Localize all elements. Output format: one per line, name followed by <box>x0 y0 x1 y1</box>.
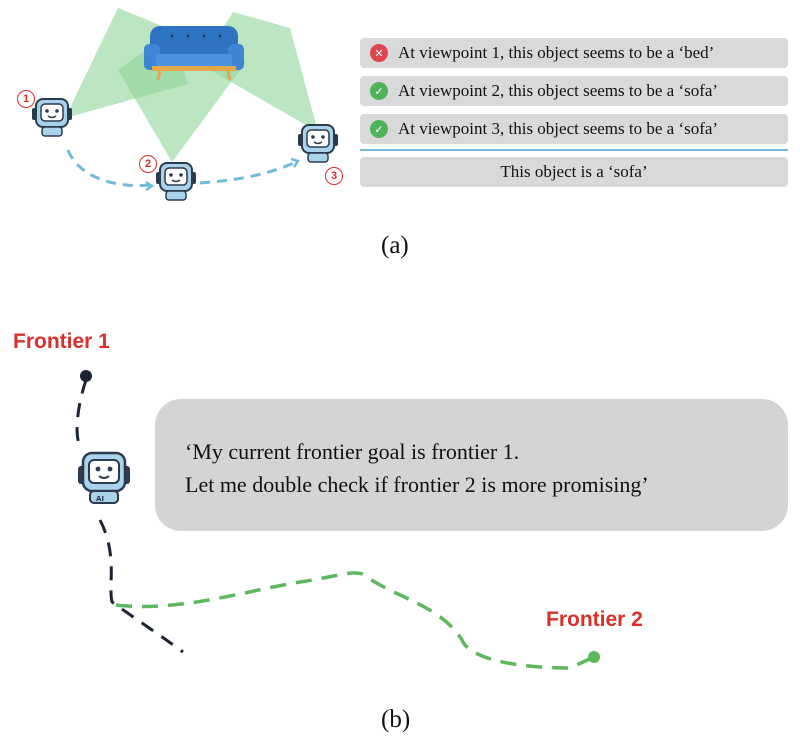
observation-row-3: ✓ At viewpoint 3, this object seems to b… <box>360 114 788 144</box>
frontier-1-path <box>75 379 88 451</box>
viewpoint-badge-2: 2 <box>139 155 157 173</box>
frontier-1-marker <box>80 370 92 382</box>
frontier-2-label: Frontier 2 <box>546 608 643 631</box>
sofa-icon <box>144 26 244 81</box>
observation-text-1: At viewpoint 1, this object seems to be … <box>398 43 715 62</box>
check-icon: ✓ <box>370 120 388 138</box>
thought-line-2: Let me double check if frontier 2 is mor… <box>185 472 649 497</box>
viewpoint-path <box>66 149 151 188</box>
summary-divider <box>360 149 788 151</box>
viewpoint-badge-1: 1 <box>17 90 35 108</box>
frontier-2-path <box>115 571 595 670</box>
panel-a-scene <box>31 8 339 201</box>
robot-icon <box>76 451 132 505</box>
observation-text-2: At viewpoint 2, this object seems to be … <box>398 81 719 100</box>
viewpoint-path-2 <box>199 160 297 185</box>
observation-text-3: At viewpoint 3, this object seems to be … <box>398 119 719 138</box>
cross-icon: ✕ <box>370 44 388 62</box>
summary-row: This object is a ‘sofa’ <box>360 157 788 187</box>
viewpoint-badge-3: 3 <box>325 167 343 185</box>
panel-b-scene: AI <box>75 370 600 670</box>
thought-bubble: ‘My current frontier goal is frontier 1.… <box>155 399 788 531</box>
robot-icon <box>31 98 73 137</box>
summary-text: This object is a ‘sofa’ <box>500 162 648 181</box>
observation-row-2: ✓ At viewpoint 2, this object seems to b… <box>360 76 788 106</box>
caption-b: (b) <box>381 706 411 733</box>
robot-icon <box>155 162 197 201</box>
check-icon: ✓ <box>370 82 388 100</box>
frontier-1-label: Frontier 1 <box>13 330 110 353</box>
thought-line-1: ‘My current frontier goal is frontier 1. <box>185 439 520 464</box>
frontier-2-marker <box>588 651 600 663</box>
caption-a: (a) <box>381 232 409 259</box>
observation-row-1: ✕ At viewpoint 1, this object seems to b… <box>360 38 788 68</box>
robot-icon <box>297 124 339 163</box>
robot-to-frontier-1-path <box>98 519 184 654</box>
